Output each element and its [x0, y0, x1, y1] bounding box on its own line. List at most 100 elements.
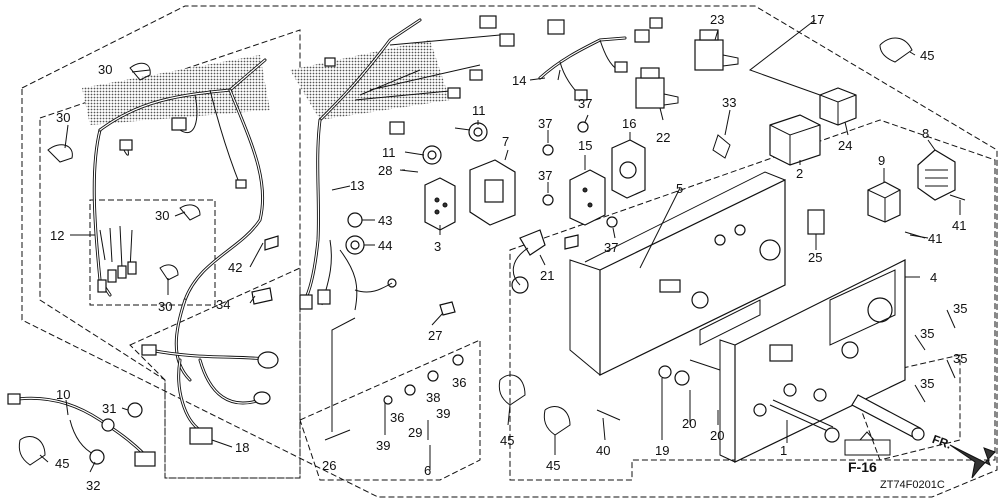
callout-45-right: 45	[546, 458, 560, 473]
callout-19: 19	[655, 443, 669, 458]
small-parts	[251, 121, 966, 441]
harness-14	[538, 17, 663, 101]
callout-40: 40	[596, 443, 610, 458]
main-harness	[92, 58, 267, 382]
front-arrow-label: FR.	[930, 432, 953, 452]
front-arrow	[949, 444, 996, 479]
front-panel-4	[719, 259, 906, 463]
long-bolt-1	[769, 399, 840, 443]
callout-13: 13	[350, 178, 364, 193]
harness-13	[299, 15, 565, 311]
callout-6: 6	[424, 463, 431, 478]
callout-36-a: 36	[390, 410, 404, 425]
callout-2: 2	[796, 166, 803, 181]
relay-2	[769, 114, 821, 166]
callout-45-mid: 45	[500, 433, 514, 448]
callout-41-a: 41	[928, 231, 942, 246]
hatched-area-left	[82, 55, 270, 125]
callout-23: 23	[710, 12, 724, 27]
leader-lines	[39, 19, 961, 473]
callout-44: 44	[378, 238, 392, 253]
clamp-45-bottom	[18, 374, 571, 466]
harness-10	[7, 393, 156, 467]
callout-27: 27	[428, 328, 442, 343]
receptacle-16	[611, 139, 646, 199]
socket-11-upper	[454, 122, 488, 142]
callout-20-right: 20	[710, 428, 724, 443]
callout-20-left: 20	[682, 416, 696, 431]
callout-14: 14	[512, 73, 526, 88]
receptacle-15	[569, 169, 606, 226]
panel-group-box	[509, 119, 996, 481]
callout-41-b: 41	[952, 218, 966, 233]
lower-harness-box	[129, 267, 301, 479]
callout-17: 17	[810, 12, 824, 27]
callout-35-d: 35	[920, 376, 934, 391]
callout-3: 3	[434, 239, 441, 254]
callout-37-d: 37	[604, 240, 618, 255]
callout-18: 18	[235, 440, 249, 455]
callout-35-a: 35	[953, 301, 967, 316]
callout-35-b: 35	[920, 326, 934, 341]
callout-36-b: 36	[452, 375, 466, 390]
callout-37-a: 37	[578, 96, 592, 111]
callout-43: 43	[378, 213, 392, 228]
callout-25: 25	[808, 250, 822, 265]
callout-7: 7	[502, 134, 509, 149]
harness-subgroup-box	[89, 199, 216, 306]
callout-16: 16	[622, 116, 636, 131]
callout-22: 22	[656, 130, 670, 145]
receptacle-7	[469, 159, 516, 226]
callout-33: 33	[722, 95, 736, 110]
hatched-area-center	[290, 40, 450, 120]
callout-32: 32	[86, 478, 100, 493]
diagram-code: ZT74F0201C	[880, 479, 945, 491]
callout-30-b: 30	[56, 110, 70, 125]
f16-label: F-16	[848, 459, 877, 475]
callout-42: 42	[228, 260, 242, 275]
callout-12: 12	[50, 228, 64, 243]
callout-10: 10	[56, 387, 70, 402]
callout-45-top: 45	[920, 48, 934, 63]
socket-11-lower	[422, 145, 442, 165]
callout-9: 9	[878, 153, 885, 168]
callout-21: 21	[540, 268, 554, 283]
bolt-in-box	[851, 394, 925, 441]
callout-31: 31	[102, 401, 116, 416]
lower-harness	[141, 344, 279, 445]
callout-30-d: 30	[158, 299, 172, 314]
callout-37-c: 37	[538, 168, 552, 183]
callout-1: 1	[780, 443, 787, 458]
callout-11-upper: 11	[472, 103, 486, 118]
callout-34: 34	[216, 297, 230, 312]
bolt-box	[849, 354, 961, 461]
callout-45-left: 45	[55, 456, 69, 471]
callout-29: 29	[408, 425, 422, 440]
part-8	[917, 149, 956, 201]
relay-24	[819, 87, 857, 126]
callout-28: 28	[378, 163, 392, 178]
part-9	[867, 181, 901, 223]
clamp-45-top-right	[879, 37, 913, 63]
circuit-breaker-22	[635, 67, 679, 109]
clamp-30-group	[47, 62, 201, 281]
fastener-box	[299, 339, 481, 481]
callout-4: 4	[930, 270, 937, 285]
f16-reference	[844, 431, 891, 456]
callout-30-a: 30	[98, 62, 112, 77]
callout-11-lower: 11	[382, 145, 396, 160]
callout-35-c: 35	[953, 351, 967, 366]
callout-8: 8	[922, 126, 929, 141]
callout-24: 24	[838, 138, 852, 153]
outlet-3	[424, 177, 456, 231]
callout-5: 5	[676, 181, 683, 196]
control-panel-5	[569, 171, 786, 376]
callout-26: 26	[322, 458, 336, 473]
callout-39-b: 39	[436, 406, 450, 421]
callout-39-a: 39	[376, 438, 390, 453]
callout-30-c: 30	[155, 208, 169, 223]
circuit-breaker-23	[694, 29, 739, 71]
callout-15: 15	[578, 138, 592, 153]
